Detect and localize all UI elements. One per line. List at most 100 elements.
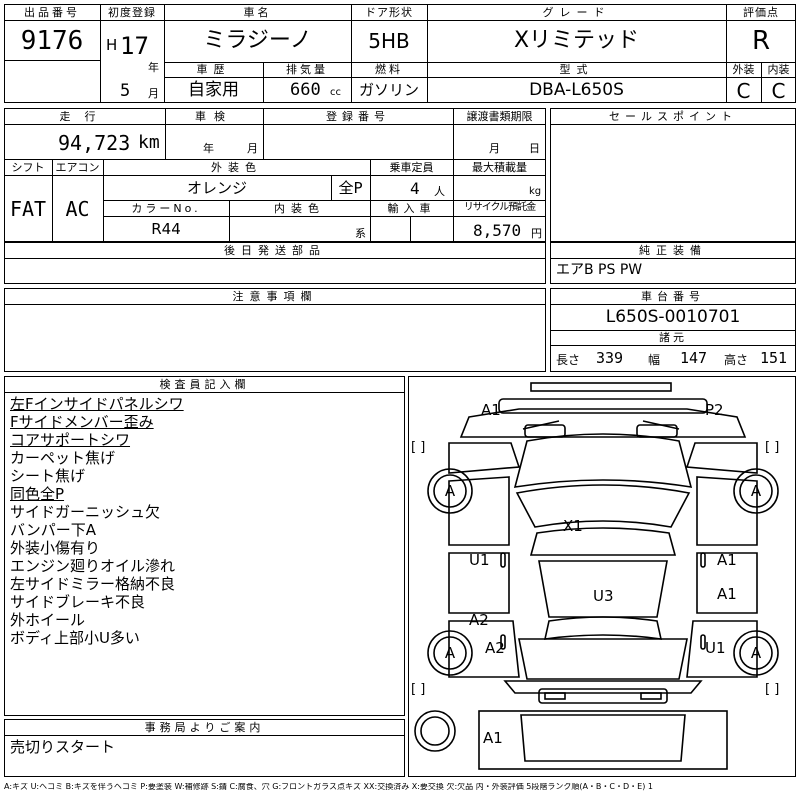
displacement-unit: cc [330,87,341,98]
color: オレンジ [186,178,247,197]
model: DBA-L650S [529,80,624,100]
inspection-month: 月 [247,142,258,155]
history-label: 車歴 [196,63,231,76]
color-no-label: カラーNo. [131,201,201,215]
car-name-label: 車名 [243,5,272,19]
first-reg-year: 17 [120,32,149,60]
height: 151 [760,349,788,367]
exterior-label: 外装 [732,63,755,76]
history: 自家用 [188,80,239,100]
inspector-note: カーペット焦げ [10,449,116,467]
height-label: 高さ [724,353,749,367]
capacity: 4 [410,179,420,198]
max-load-unit: kg [529,186,542,197]
lot-no: 9176 [20,26,84,56]
width: 147 [680,349,708,367]
chassis-label: 車台番号 [641,289,705,303]
later-parts-box [4,242,546,284]
width-label: 幅 [648,353,661,367]
mark-left-rear-fender: A2 [485,639,505,657]
inspector-note: コアサポートシワ [10,431,131,449]
mark-front-right: P2 [705,401,724,419]
office-box [4,719,405,777]
era: H [106,36,118,54]
shift-label: シフト [11,160,45,174]
car-name: ミラジーノ [203,28,312,53]
mark-center: U3 [593,587,614,605]
inspector-note: 左Fインサイドパネルシワ [10,395,184,413]
bracket-left-bottom: [ ] [411,682,426,697]
inspector-note: サイドガーニッシュ欠 [10,503,161,521]
inspector-box [4,376,405,716]
capacity-label: 乗車定員 [389,160,434,174]
score: R [751,26,771,56]
interior-grade: C [771,78,786,103]
model-label: 型式 [559,63,594,76]
inspector-note: 外ホイール [10,611,86,629]
recycle-fee: 8,570 [473,221,522,240]
int-color-label: 内装色 [274,201,325,215]
mark-left-rear-door: A2 [469,611,489,629]
mark-tire-rl: A [444,643,456,662]
caution-label: 注意事項欄 [232,289,318,303]
inspector-note: バンパー下A [10,521,97,539]
legend: A:キズ U:ヘコミ B:キズを伴うヘコミ P:要塗装 W:補修跡 S:錆 C:… [4,783,653,791]
mark-right-front-door: A1 [717,551,737,569]
car-outline-icon [414,382,779,770]
import-label: 輸入車 [387,201,436,215]
grade-label: グレード [542,5,611,19]
month-unit: 月 [148,87,159,100]
exterior-grade: C [736,78,751,103]
sales-points-box [550,108,796,242]
inspector-note: シート焦げ [10,467,86,485]
inspector-note: 左サイドミラー格納不良 [10,575,176,593]
mark-right-rear-door: A1 [717,585,737,603]
mark-front-left: A1 [481,401,501,419]
lot-no-label: 出品番号 [24,5,80,19]
fuel: ガソリン [358,81,419,99]
inspector-note: 外装小傷有り [10,539,101,557]
first-reg-label: 初度登録 [108,5,156,19]
genuine-equipment-box [550,242,796,284]
int-color-unit: 系 [355,227,366,240]
grade: Xリミテッド [513,28,640,53]
recycle-unit: 円 [531,227,542,240]
inspector-label: 検査員記入欄 [159,377,250,391]
mileage-unit: km [138,132,160,153]
year-unit: 年 [148,61,159,74]
mark-right-rear-fender: U1 [705,639,726,657]
transfer-day: 日 [529,142,540,155]
interior-label: 内装 [767,63,790,76]
ac-label: エアコン [55,160,100,174]
ac: AC [65,197,90,221]
genuine-equipment-label: 純正装備 [639,243,707,257]
length: 339 [596,349,624,367]
fuel-label: 燃料 [375,63,403,76]
displacement-label: 排気量 [286,63,328,76]
door-label: ドア形状 [365,5,413,19]
mark-left-front-door: U1 [469,551,490,569]
mark-tire-fr: A [750,481,762,500]
inspector-note: Fサイドメンバー歪み [10,413,154,431]
displacement: 660 [290,80,321,100]
transfer-label: 譲渡書類期限 [466,109,533,123]
color-label: 外装色 [211,160,262,174]
first-reg-month: 5 [120,81,131,101]
mark-tire-rr: A [750,643,762,662]
chassis-number: L650S-0010701 [605,307,741,327]
bracket-left-top: [ ] [411,440,426,455]
recycle-label: リサイクル預託金 [463,202,537,213]
dimensions-label: 諸元 [659,331,687,344]
genuine-equipment: エアB PS PW [556,262,643,278]
later-parts-label: 後日発送部品 [224,243,326,257]
inspector-note: 同色全P [10,485,65,503]
max-load-label: 最大積載量 [472,160,527,174]
reg-no-label: 登録番号 [326,109,390,123]
inspection-label: 車検 [195,109,233,123]
caution-box [4,288,546,372]
score-label: 評価点 [743,5,779,19]
bracket-right-top: [ ] [765,440,780,455]
mark-rear: A1 [483,729,503,747]
color-no: R44 [151,220,181,238]
length-label: 長さ [556,353,581,367]
